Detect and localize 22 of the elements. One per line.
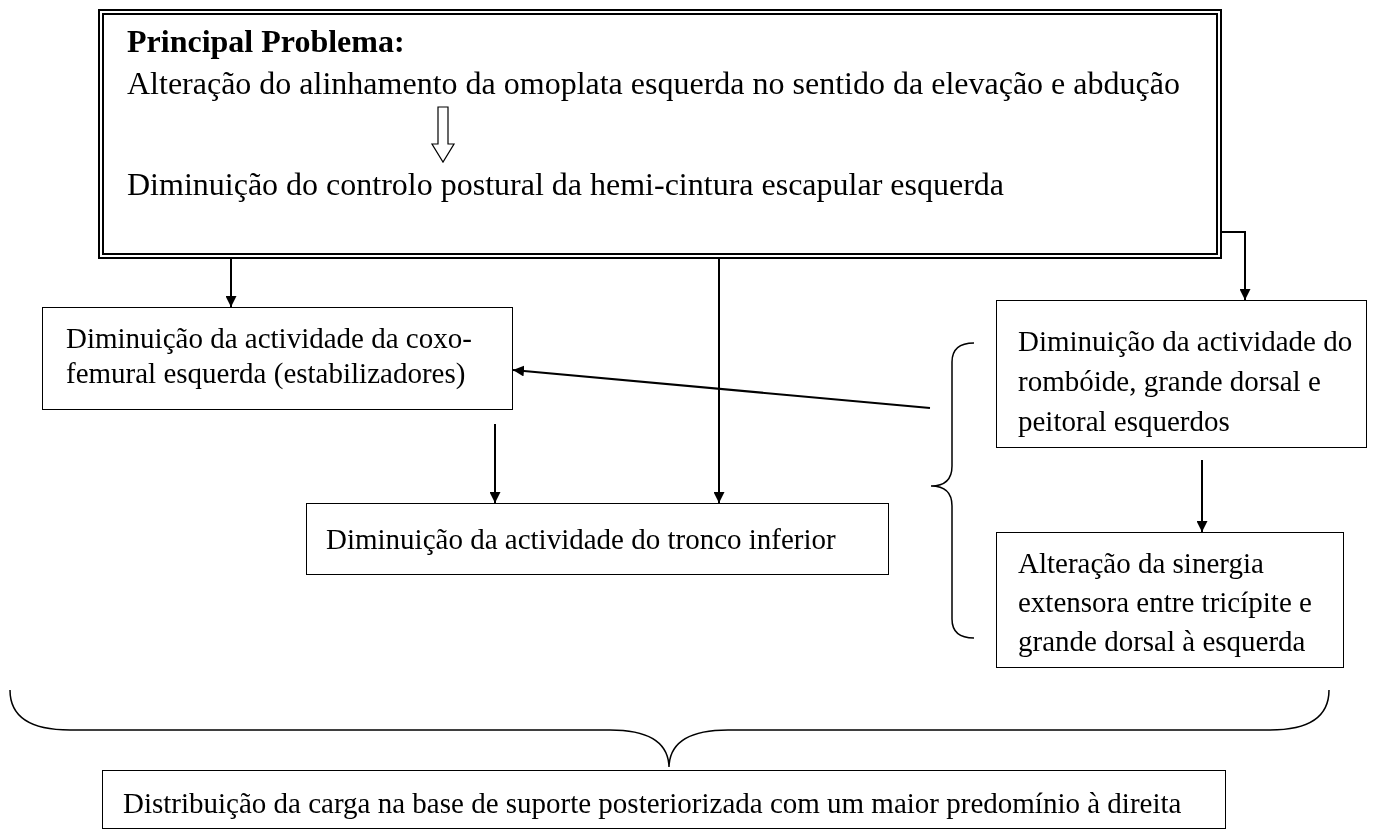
arrow [512,365,931,409]
problem-box [98,9,1222,259]
arrow [489,423,501,504]
problem-text: Alteração do alinhamento da omoplata esquerda no sentido da elevação e abdução [127,64,1181,102]
arrow [713,258,725,504]
curly-brace [930,342,974,639]
process-box [102,770,1226,829]
heading-text: Principal Problema: [127,22,405,60]
process-box [996,532,1344,668]
box-text: Distribuição da carga na base de suporte posteriorizada com um maior predomínio à direita [123,786,1183,821]
box-text: Diminuição da actividade do tronco inferior [326,522,837,557]
box-text: Diminuição da actividade da coxo-femural esquerda (estabilizadores) [66,321,473,391]
arrow [225,258,237,308]
box-text: Alteração da sinergia extensora entre tricípite e grande dorsal à esquerda [1018,546,1313,659]
box-text: Diminuição da actividade do rombóide, grande dorsal e peitoral esquerdos [1018,324,1354,439]
process-box [42,307,513,410]
block-arrow [430,106,456,164]
process-box [306,503,889,575]
arrow [1221,231,1251,301]
process-box [996,300,1367,448]
problem-text: Diminuição do controlo postural da hemi-cintura escapular esquerda [127,165,1006,203]
arrow [1196,459,1208,533]
